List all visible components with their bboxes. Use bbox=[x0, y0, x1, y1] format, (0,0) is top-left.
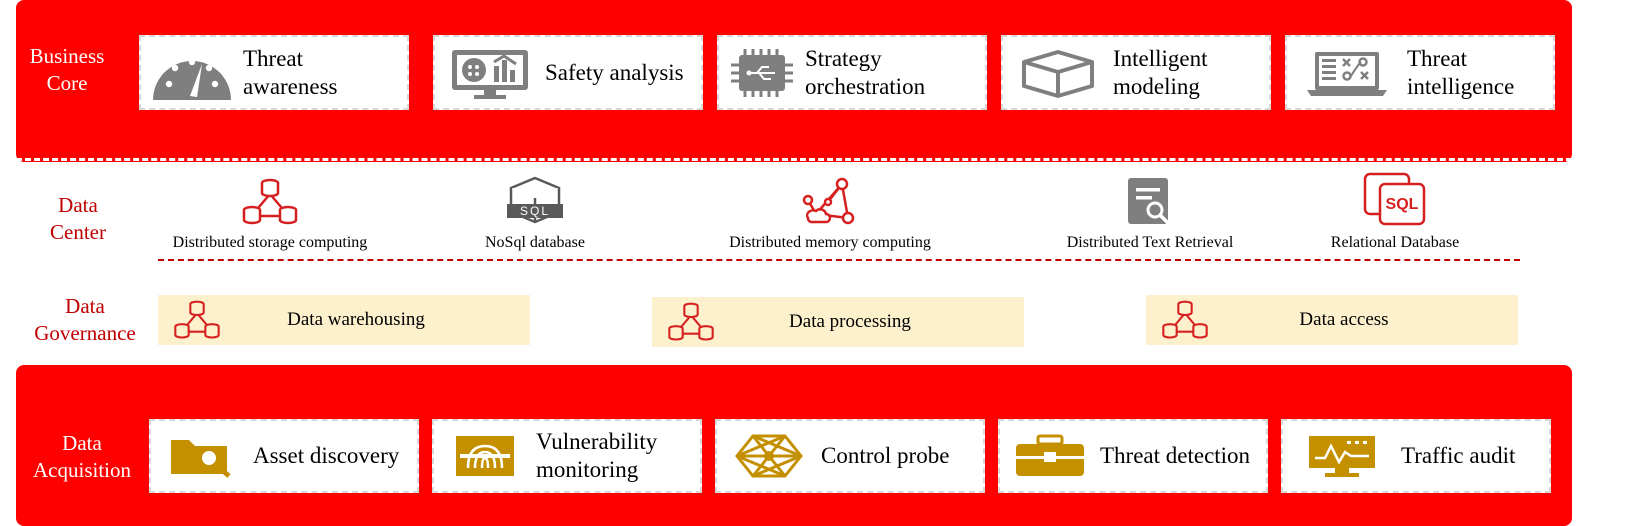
business-core-card-threat-intelligence: Threat intelligence bbox=[1285, 35, 1555, 110]
business-core-item-label: Threat awareness bbox=[243, 45, 338, 99]
data-center-item-distributed-storage-computing: Distributed storage computing bbox=[150, 170, 390, 252]
data-acquisition-item-label: Control probe bbox=[821, 443, 950, 468]
data-center-item-distributed-text-retrieval: Distributed Text Retrieval bbox=[1030, 170, 1270, 252]
cube-icon bbox=[1003, 48, 1113, 98]
data-acquisition-card-control-probe: Control probe bbox=[715, 419, 985, 493]
data-center-item-relational-database: SQL Relational Database bbox=[1300, 170, 1490, 252]
data-center-item-label: Distributed storage computing bbox=[172, 234, 368, 251]
speedometer-icon bbox=[141, 44, 243, 102]
data-center-divider bbox=[158, 259, 1520, 261]
data-governance-item-label: Data access bbox=[1299, 309, 1389, 330]
monitor-analysis-icon bbox=[435, 46, 545, 100]
data-acquisition-item-label: Threat detection bbox=[1100, 443, 1251, 468]
business-core-item-label: Strategy orchestration bbox=[805, 45, 926, 99]
node-network-icon bbox=[700, 170, 960, 226]
business-core-item-label: Intelligent modeling bbox=[1113, 45, 1208, 99]
data-acquisition-item-label: Traffic audit bbox=[1401, 443, 1516, 468]
data-acquisition-card-threat-detection: Threat detection bbox=[998, 419, 1268, 493]
data-center-item-label: Distributed memory computing bbox=[729, 234, 931, 251]
sql-stack-icon: SQL bbox=[1300, 170, 1490, 226]
document-search-icon bbox=[1030, 170, 1270, 226]
fingerprint-scan-icon bbox=[434, 434, 536, 478]
hexagon-network-icon bbox=[717, 432, 821, 480]
data-center-item-nosql-database: SQL NoSql database bbox=[430, 170, 640, 252]
sql-cube-icon: SQL bbox=[430, 170, 640, 226]
data-governance-item-data-access: Data access bbox=[1146, 295, 1518, 345]
business-core-card-threat-awareness: Threat awareness bbox=[139, 35, 409, 110]
data-governance-item-label: Data processing bbox=[789, 311, 911, 332]
chip-icon bbox=[719, 47, 805, 99]
data-center-item-distributed-memory-computing: Distributed memory computing bbox=[700, 170, 960, 252]
business-core-divider bbox=[16, 158, 1572, 161]
business-core-card-strategy-orchestration: Strategy orchestration bbox=[717, 35, 987, 110]
svg-text:SQL: SQL bbox=[520, 204, 550, 218]
data-acquisition-card-asset-discovery: Asset discovery bbox=[149, 419, 419, 493]
data-acquisition-item-label: Vulnerability monitoring bbox=[536, 429, 658, 482]
database-network-icon bbox=[172, 300, 222, 340]
data-center-item-label: Distributed Text Retrieval bbox=[1066, 234, 1234, 251]
folder-search-icon bbox=[151, 434, 253, 478]
data-center-label: Data Center bbox=[50, 193, 106, 244]
data-acquisition-card-traffic-audit: Traffic audit bbox=[1281, 419, 1551, 493]
data-center-item-label: Relational Database bbox=[1330, 234, 1460, 251]
business-core-item-label: Safety analysis bbox=[545, 59, 684, 85]
business-core-label: Business Core bbox=[29, 44, 105, 95]
database-network-icon bbox=[150, 170, 390, 226]
data-acquisition-card-vulnerability-monitoring: Vulnerability monitoring bbox=[432, 419, 702, 493]
database-network-icon bbox=[666, 302, 716, 342]
data-governance-item-label: Data warehousing bbox=[287, 309, 425, 330]
data-acquisition-label: Data Acquisition bbox=[33, 431, 131, 482]
laptop-code-icon bbox=[1287, 48, 1407, 98]
business-core-card-safety-analysis: Safety analysis bbox=[433, 35, 703, 110]
monitor-audit-icon bbox=[1283, 434, 1401, 478]
business-core-item-label: Threat intelligence bbox=[1407, 45, 1515, 99]
data-governance-item-data-processing: Data processing bbox=[652, 297, 1024, 347]
data-center-item-label: NoSql database bbox=[485, 234, 585, 251]
svg-text:SQL: SQL bbox=[1386, 196, 1419, 213]
data-governance-item-data-warehousing: Data warehousing bbox=[158, 295, 530, 345]
data-acquisition-item-label: Asset discovery bbox=[253, 443, 400, 468]
data-governance-label: Data Governance bbox=[34, 294, 136, 345]
case-icon bbox=[1000, 434, 1100, 478]
business-core-card-intelligent-modeling: Intelligent modeling bbox=[1001, 35, 1271, 110]
database-network-icon bbox=[1160, 300, 1210, 340]
